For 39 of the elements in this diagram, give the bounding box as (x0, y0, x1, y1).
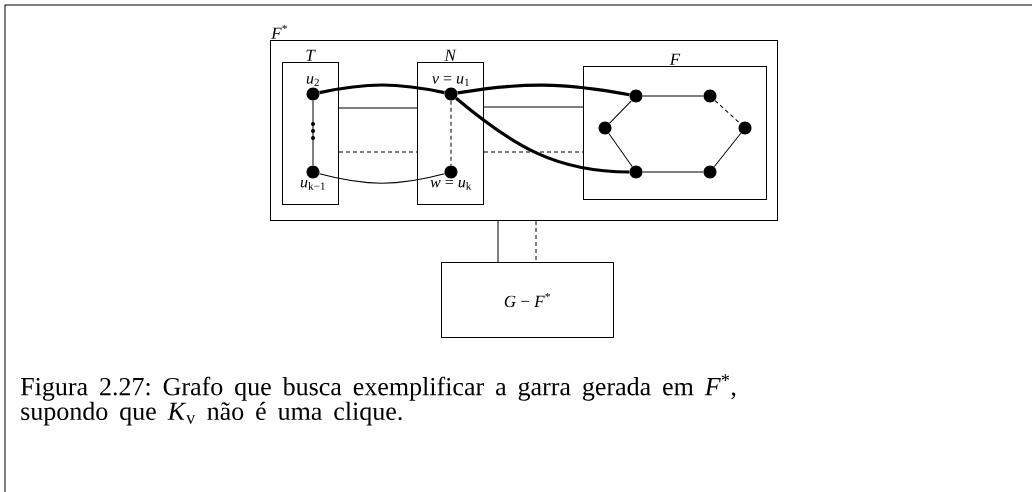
vertex: w = u$_{k}$ (430, 165, 472, 190)
edge (319, 173, 446, 184)
edge (450, 100, 452, 166)
vertex: u$_{2}$ (306, 76, 320, 101)
edge (714, 100, 741, 124)
edge (338, 107, 418, 109)
node-label: N (444, 49, 457, 61)
edge (642, 171, 704, 173)
node-label: u$_{k−1}$ (300, 179, 325, 190)
node-label: u$_{2}$ (306, 76, 319, 87)
vertex (598, 121, 612, 135)
edge (455, 97, 630, 174)
vertex (703, 89, 717, 103)
node-label: T (306, 49, 316, 61)
edge (609, 100, 632, 124)
edge (713, 132, 742, 168)
vertex (629, 89, 643, 103)
node-label: w = u$_{k}$ (430, 179, 472, 190)
edge (608, 133, 633, 168)
caption: Figura 2.27: Grafo que busca exemplificar a garra gerada em F$^{*}$, supondo que K$_{v}$ não é uma clique. (20, 374, 736, 426)
vertex: u$_{k−1}$ (300, 165, 325, 190)
edge (497, 220, 499, 263)
edge (483, 151, 584, 153)
node-label: F (669, 53, 681, 65)
node-label: v = u$_{1}$ (432, 76, 469, 87)
graph-box: G − F$^{*}$ (441, 262, 614, 338)
vertex (703, 165, 717, 179)
edge (319, 83, 445, 95)
vertex (738, 121, 752, 135)
node-label: F$^{*}$ (271, 24, 288, 39)
vertex: v = u$_{1}$ (432, 76, 469, 101)
edge (483, 106, 584, 108)
edge (642, 95, 704, 97)
edge (535, 220, 537, 263)
edge (457, 83, 630, 97)
set-box: F (583, 53, 767, 200)
edge (312, 100, 314, 166)
vertex (629, 165, 643, 179)
edge (338, 151, 418, 153)
